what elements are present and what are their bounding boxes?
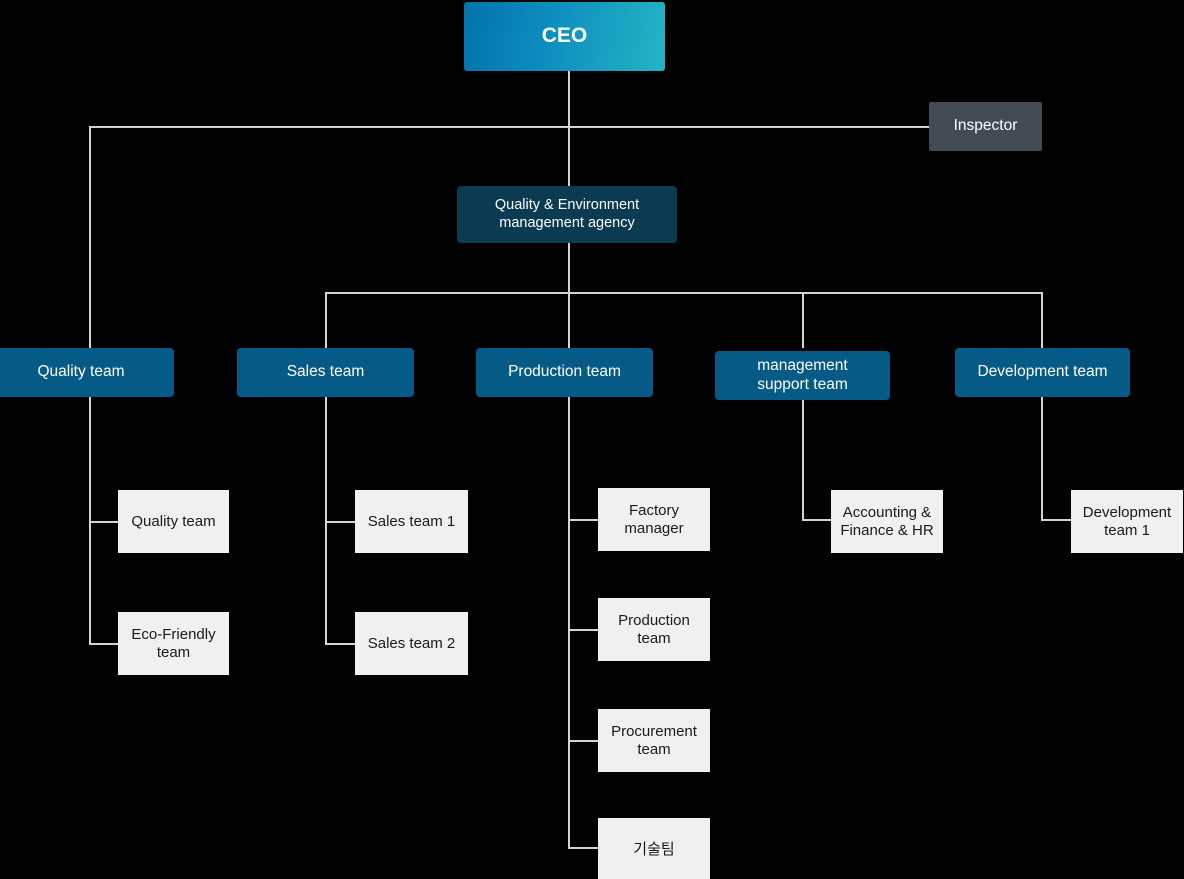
node-sales-team-1-label: Sales team 1	[367, 512, 456, 530]
node-sales-team-2-label: Sales team 2	[367, 634, 456, 652]
node-eco-friendly-team[interactable]: Eco-Friendly team	[118, 612, 229, 675]
node-technical-team[interactable]: 기술팀	[598, 818, 710, 879]
connector-agency-stem	[568, 243, 570, 293]
node-factory-manager[interactable]: Factory manager	[598, 488, 710, 551]
connector-ceo-stem	[568, 71, 570, 127]
connector-top-bar	[89, 126, 929, 128]
connector-stub-production-team-leaf	[568, 629, 599, 631]
connector-spine-sales	[325, 396, 327, 644]
node-production-team-label: Production team	[508, 363, 621, 381]
node-factory-manager-label: Factory manager	[624, 501, 684, 537]
node-technical-team-label: 기술팀	[633, 840, 675, 858]
node-inspector-label: Inspector	[953, 117, 1018, 135]
connector-stub-sales-team-2	[325, 643, 356, 645]
node-quality-team-label: Quality team	[37, 363, 125, 381]
node-quality-team-leaf[interactable]: Quality team	[118, 490, 229, 553]
node-eco-friendly-team-label: Eco-Friendly team	[131, 625, 216, 661]
node-sales-team-label: Sales team	[286, 363, 365, 381]
connector-divisions-bar	[325, 292, 1042, 294]
node-inspector[interactable]: Inspector	[929, 102, 1042, 151]
node-production-team[interactable]: Production team	[476, 348, 653, 397]
node-development-team-1[interactable]: Development team 1	[1071, 490, 1183, 553]
node-procurement-team[interactable]: Procurement team	[598, 709, 710, 772]
node-development-team-1-label: Development team 1	[1082, 503, 1172, 539]
node-development-team-label: Development team	[977, 363, 1108, 381]
connector-stub-sales-team-1	[325, 521, 356, 523]
connector-spine-development	[1041, 396, 1043, 521]
node-agency-label: Quality & Environment management agency	[494, 197, 640, 231]
node-procurement-team-label: Procurement team	[611, 722, 697, 758]
node-production-team-leaf-label: Production team	[618, 611, 690, 647]
node-ceo[interactable]: CEO	[464, 2, 665, 71]
connector-drop-sales	[325, 292, 327, 348]
node-sales-team-2[interactable]: Sales team 2	[355, 612, 468, 675]
node-accounting-finance-hr[interactable]: Accounting & Finance & HR	[831, 490, 943, 553]
connector-stub-development-team-1	[1041, 519, 1072, 521]
connector-spine-management-support	[802, 400, 804, 521]
node-production-team-leaf[interactable]: Production team	[598, 598, 710, 661]
node-sales-team-1[interactable]: Sales team 1	[355, 490, 468, 553]
connector-drop-production	[568, 292, 570, 348]
connector-drop-development	[1041, 292, 1043, 348]
connector-drop-management-support	[802, 292, 804, 348]
node-accounting-finance-hr-label: Accounting & Finance & HR	[840, 503, 934, 539]
connector-spine-production	[568, 396, 570, 848]
connector-stub-quality-team-leaf	[89, 521, 119, 523]
connector-stub-factory-manager	[568, 519, 599, 521]
node-development-team[interactable]: Development team	[955, 348, 1130, 397]
connector-ceo-to-agency	[568, 126, 570, 186]
connector-stub-procurement-team	[568, 740, 599, 742]
connector-stub-eco-friendly-team	[89, 643, 119, 645]
connector-stub-accounting-finance-hr	[802, 519, 832, 521]
node-management-support-team[interactable]: management support team	[715, 351, 890, 400]
node-quality-team-leaf-label: Quality team	[131, 512, 216, 530]
node-sales-team[interactable]: Sales team	[237, 348, 414, 397]
connector-stub-technical-team	[568, 847, 599, 849]
node-quality-environment-management-agency[interactable]: Quality & Environment management agency	[457, 186, 677, 243]
node-management-support-team-label: management support team	[757, 357, 848, 393]
node-quality-team[interactable]: Quality team	[0, 348, 174, 397]
node-ceo-label: CEO	[541, 24, 588, 48]
